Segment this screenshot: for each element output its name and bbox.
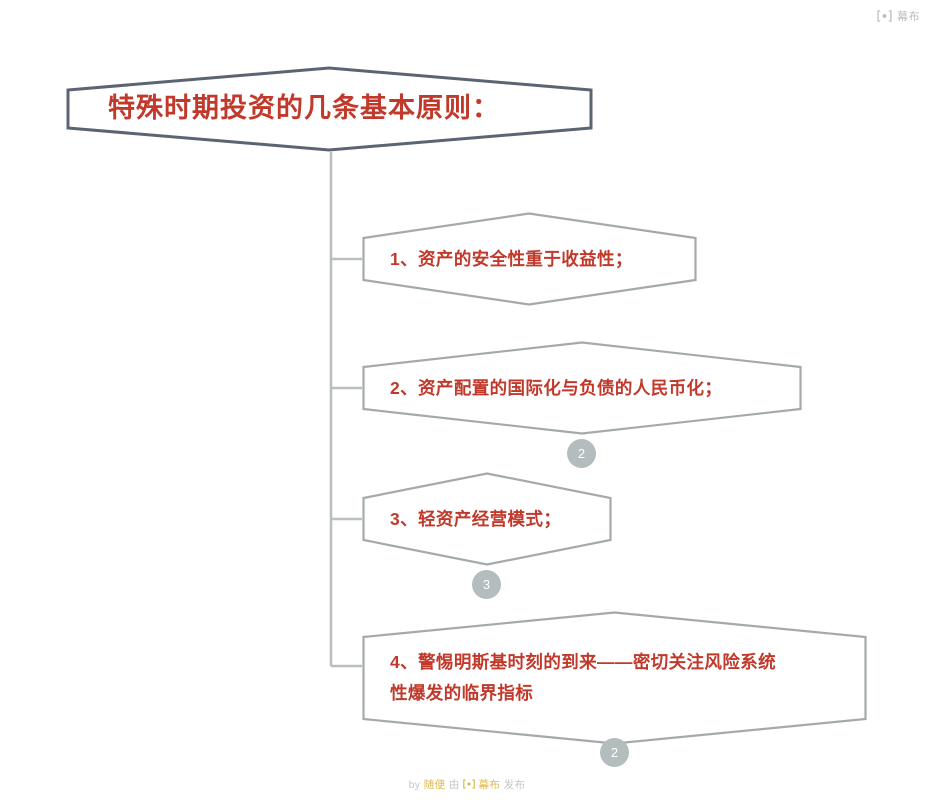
brand-label: 幕布 — [897, 11, 920, 23]
footer-prefix: by — [408, 779, 421, 791]
title-node-shape — [66, 66, 593, 152]
node-3[interactable]: 3、轻资产经营模式； — [362, 472, 612, 566]
node-1-label: 1、资产的安全性重于收益性； — [390, 248, 633, 269]
node-4-shape — [362, 611, 867, 745]
node-2-badge[interactable]: 2 — [567, 439, 596, 468]
footer-credit: by 随便 由 幕布 发布 — [0, 777, 934, 792]
footer-suffix: 发布 — [503, 779, 526, 791]
footer-author[interactable]: 随便 — [423, 779, 446, 791]
node-2-label: 2、资产配置的国际化与负债的人民币化； — [390, 377, 723, 398]
mubu-bracket-logo-icon — [463, 779, 475, 789]
footer-brand[interactable]: 幕布 — [478, 779, 501, 791]
node-3-shape — [362, 472, 612, 566]
node-4[interactable]: 4、警惕明斯基时刻的到来——密切关注风险系统 性爆发的临界指标 — [362, 611, 867, 745]
node-2-shape — [362, 341, 802, 435]
node-3-label: 3、轻资产经营模式； — [390, 508, 562, 529]
node-1-shape — [362, 212, 697, 306]
node-2[interactable]: 2、资产配置的国际化与负债的人民币化； — [362, 341, 802, 435]
title-node[interactable]: 特殊时期投资的几条基本原则： — [66, 66, 593, 152]
node-3-badge[interactable]: 3 — [472, 570, 501, 599]
mubu-bracket-logo-icon — [877, 10, 892, 22]
node-4-label: 4、警惕明斯基时刻的到来——密切关注风险系统 性爆发的临界指标 — [390, 652, 777, 703]
title-node-label: 特殊时期投资的几条基本原则： — [108, 93, 500, 124]
node-4-badge[interactable]: 2 — [600, 738, 629, 767]
brand-watermark: 幕布 — [877, 8, 920, 24]
footer-middle: 由 — [448, 779, 460, 791]
node-1[interactable]: 1、资产的安全性重于收益性； — [362, 212, 697, 306]
